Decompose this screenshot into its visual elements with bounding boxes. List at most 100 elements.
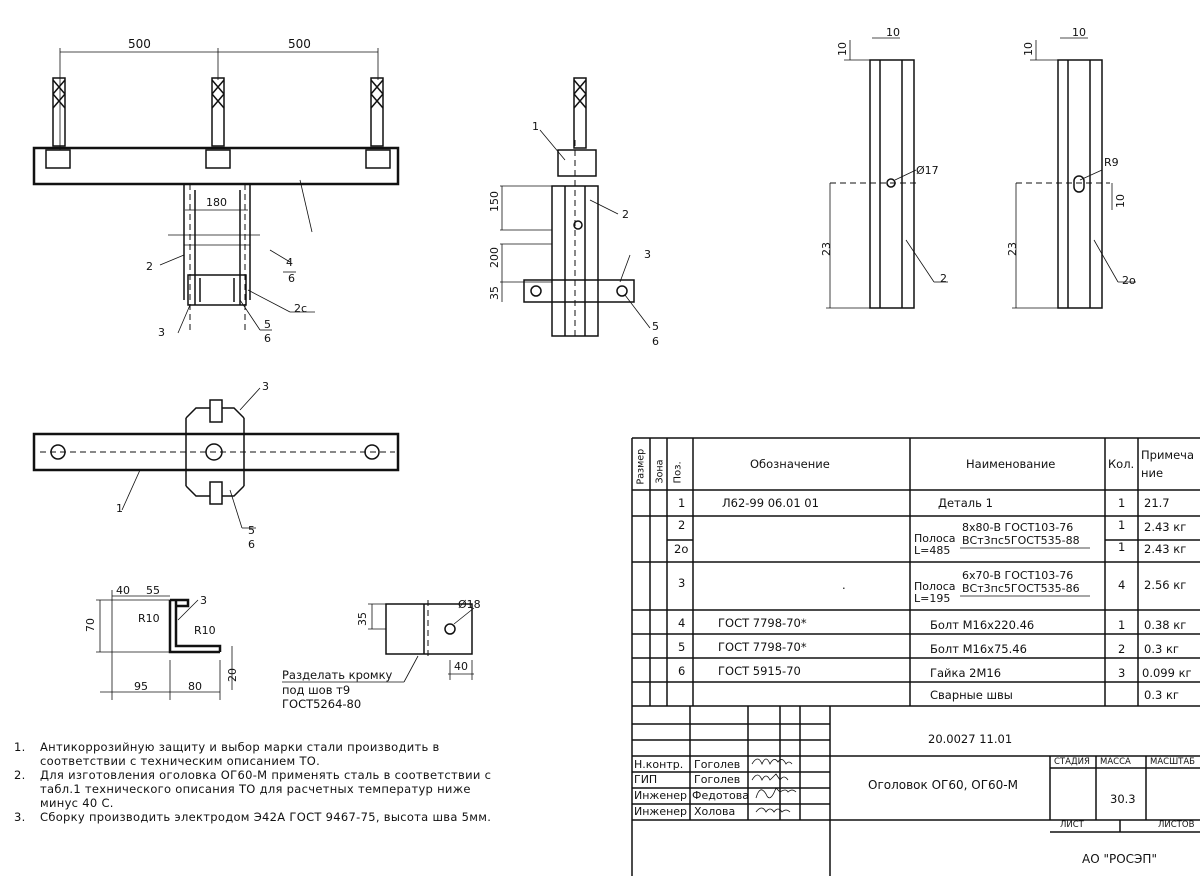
spec-table-text: Размер Зона Поз. Обозначение Наименовани… [632,438,1200,876]
row6-kol: 3 [1118,666,1126,680]
row2-poz: 2 [678,518,686,532]
row4-oboz: ГОСТ 7798-70* [718,616,807,630]
side-callout-2: 2 [622,208,629,221]
detail-2o: 10 10 R9 10 23 2о [1006,26,1136,309]
polosa2-len: L=195 [914,592,951,605]
z-dim-55: 55 [146,584,160,597]
tb-stadia: СТАДИЯ [1054,757,1090,767]
front-callout-2: 2 [146,260,153,273]
note-2: 2.Для изготовления оголовка ОГ60-М приме… [14,768,492,810]
plate-detail: 35 40 Ø18 Разделать кромку под шов т9 ГО… [282,598,481,711]
row6-oboz: ГОСТ 5915-70 [718,664,801,678]
col-razmer-header: Размер [635,448,647,485]
plan-callout-3: 3 [262,380,269,393]
plan-callout-1: 1 [116,502,123,515]
d2o-dim-10c: 10 [1114,194,1127,208]
col-zona-header: Зона [654,459,666,484]
side-view: 150 200 35 1 2 3 5 6 [488,77,659,348]
col-poz-header: Поз. [672,461,684,484]
d2-dim-10b: 10 [886,26,900,39]
col-kol-header: Кол. [1108,457,1135,471]
polosa1-label: Полоса [914,532,956,545]
tb-mass-value: 30.3 [1110,792,1136,806]
col-oboz-header: Обозначение [750,457,830,471]
z-dim-40: 40 [116,584,130,597]
plate-dim-40: 40 [454,660,468,673]
z-dim-20: 20 [226,668,239,682]
detail-2: 10 10 Ø17 23 2 [820,26,948,309]
polosa1-line2: ВСт3пс5ГОСТ535-88 [962,534,1080,547]
z-dim-95: 95 [134,680,148,693]
row4-poz: 4 [678,616,686,630]
d2o-pos: 2о [1122,274,1136,287]
front-callout-4: 4 [286,256,293,269]
d2o-r: R9 [1104,156,1119,169]
cut-note-1: Разделать кромку [282,668,393,682]
d2o-dim-10b: 10 [1072,26,1086,39]
tb-org: АО "РОСЭП" [1082,852,1157,866]
plate-dim-35: 35 [356,612,369,626]
cut-note-2: под шов т9 [282,683,350,697]
row6-poz: 6 [678,664,686,678]
z-dim-70: 70 [84,618,97,632]
front-callout-6a: 6 [288,272,295,285]
row-welds-prim: 0.3 кг [1144,688,1179,702]
tb-title: Оголовок ОГ60, ОГ60-М [868,778,1018,792]
tb-role-3: Инженер [634,789,688,802]
tb-role-1: Н.контр. [634,758,684,771]
front-callout-2c: 2c [294,302,307,315]
d2-hole: Ø17 [916,164,939,177]
row6-naim: Гайка 2М16 [930,666,1002,680]
title-block [632,706,1200,876]
cut-note-3: ГОСТ5264-80 [282,697,361,711]
row3-poz: 3 [678,576,686,590]
tb-masshtab: МАСШТАБ [1150,757,1196,767]
row1-kol: 1 [1118,496,1126,510]
d2o-dim-23: 23 [1006,242,1019,256]
row2o-poz: 2о [674,542,689,556]
row5-naim: Болт М16х75.46 [930,642,1027,656]
side-dim-35: 35 [488,286,501,300]
row3-kol: 4 [1118,578,1126,592]
plan-view: 3 1 5 6 [32,380,400,551]
row3-prim: 2.56 кг [1144,578,1187,592]
plate-hole: Ø18 [458,598,481,611]
note-1: 1.Антикоррозийную защиту и выбор марки с… [14,740,440,768]
row2-prim: 2.43 кг [1144,520,1187,534]
side-dim-150: 150 [488,191,501,212]
tb-name-3: Федотова [692,789,749,802]
row-welds-naim: Сварные швы [930,688,1013,702]
polosa2-line2: ВСт3пс5ГОСТ535-86 [962,582,1080,595]
row1-prim: 21.7 [1144,496,1170,510]
polosa2-line1: 6х70-В ГОСТ103-76 [962,569,1074,582]
tb-role-2: ГИП [634,773,658,786]
row1-naim: Деталь 1 [938,496,993,510]
side-dim-200: 200 [488,247,501,268]
general-notes: 1.Антикоррозийную защиту и выбор марки с… [14,740,494,824]
row5-oboz: ГОСТ 7798-70* [718,640,807,654]
row5-prim: 0.3 кг [1144,642,1179,656]
z-r1: R10 [138,612,160,625]
row5-poz: 5 [678,640,686,654]
tb-name-4: Холова [694,805,736,818]
d2-dim-10a: 10 [836,42,849,56]
d2-pos: 2 [940,272,947,285]
tb-name-2: Гоголев [694,773,741,786]
front-view: 500 500 180 [32,37,400,345]
row1-oboz: Л62-99 06.01 01 [722,496,819,510]
side-callout-1: 1 [532,120,539,133]
doc-number: 20.0027 11.01 [928,732,1013,746]
side-callout-3: 3 [644,248,651,261]
row4-prim: 0.38 кг [1144,618,1187,632]
tb-massa: МАССА [1100,757,1131,767]
front-callout-3: 3 [158,326,165,339]
row4-naim: Болт М16х220.46 [930,618,1035,632]
row2-kol: 1 [1118,518,1126,532]
dim-500-right: 500 [288,37,311,51]
d2-dim-23: 23 [820,242,833,256]
side-callout-5: 5 [652,320,659,333]
z-profile: 40 55 70 95 80 20 R10 R10 3 [84,584,239,700]
d2o-dim-10a: 10 [1022,42,1035,56]
row4-kol: 1 [1118,618,1126,632]
